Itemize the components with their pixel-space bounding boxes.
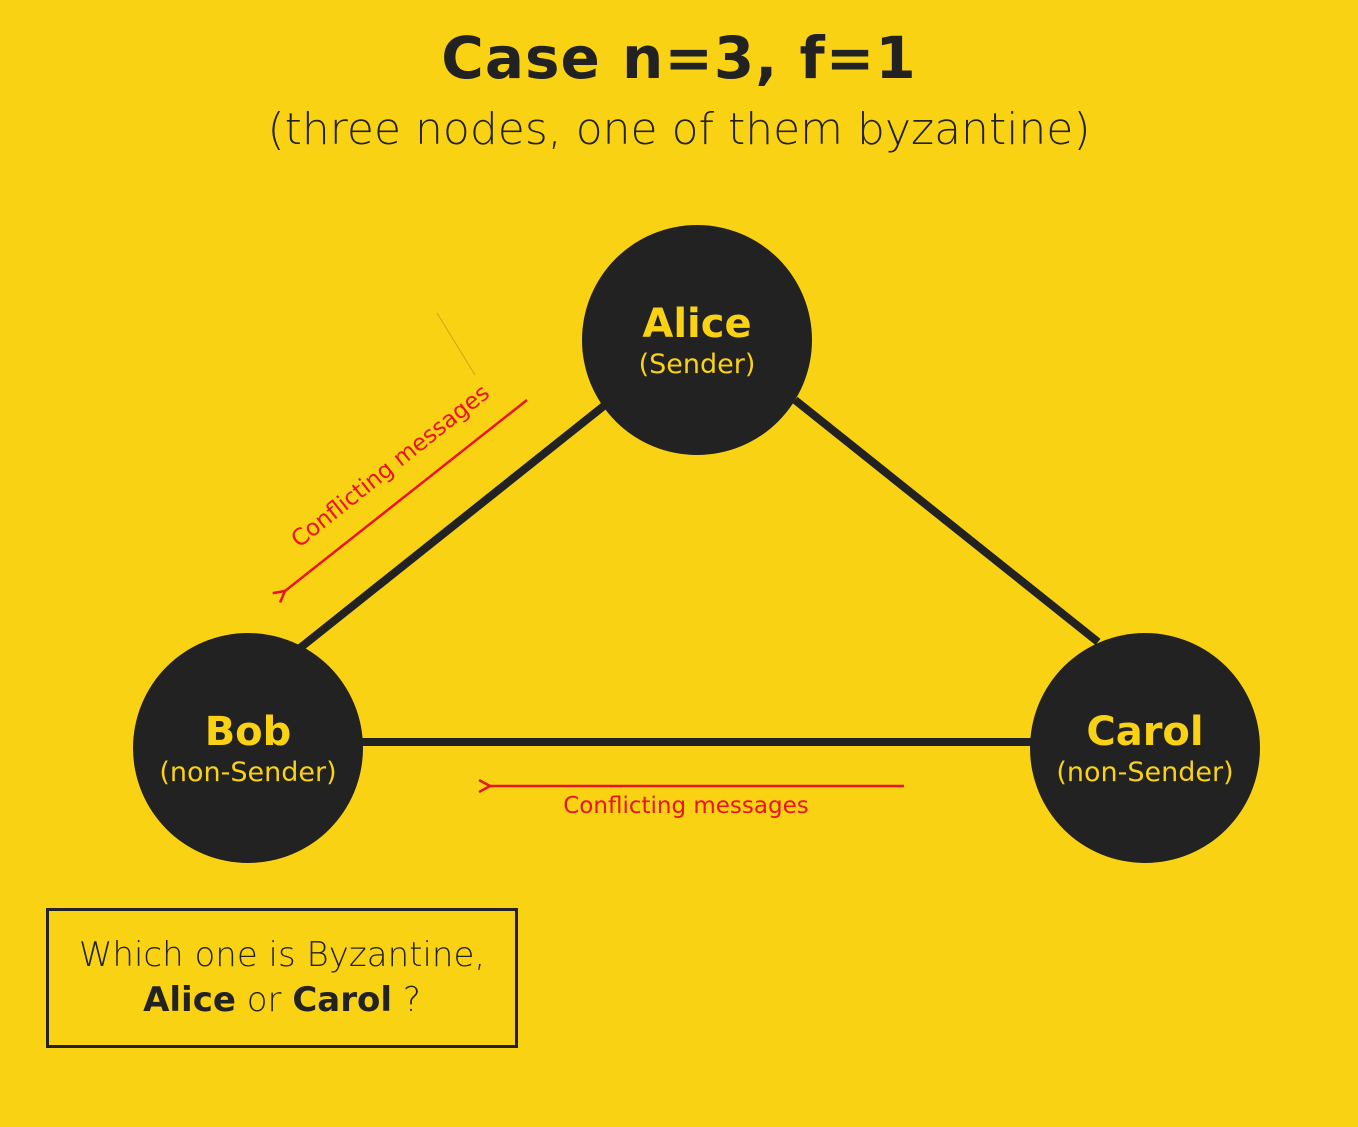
question-line-1: Which one is Byzantine, bbox=[78, 935, 486, 975]
node-bob-name: Bob bbox=[205, 709, 292, 755]
message-arrow-alice-to-bob bbox=[285, 399, 528, 591]
question-mark: ? bbox=[402, 980, 421, 1020]
node-bob: Bob (non-Sender) bbox=[133, 633, 363, 863]
question-option-carol: Carol bbox=[292, 980, 393, 1020]
diagram-subtitle: (three nodes, one of them byzantine) bbox=[267, 104, 1091, 155]
node-alice-name: Alice bbox=[642, 301, 751, 347]
node-carol: Carol (non-Sender) bbox=[1030, 633, 1260, 863]
node-carol-name: Carol bbox=[1086, 709, 1203, 755]
node-carol-role: (non-Sender) bbox=[1056, 757, 1233, 788]
edge-alice-bob bbox=[297, 401, 608, 652]
question-connector: or bbox=[246, 980, 282, 1020]
question-line-2: Alice or Carol ? bbox=[49, 977, 515, 1023]
diagram-title: Case n=3, f=1 bbox=[441, 24, 917, 92]
question-option-alice: Alice bbox=[143, 980, 236, 1020]
node-carol-circle bbox=[1030, 633, 1260, 863]
edge-alice-carol bbox=[792, 396, 1101, 646]
message-label-alice-to-bob: Conflicting messages bbox=[286, 380, 494, 553]
leader-line bbox=[436, 312, 476, 376]
node-alice-role: (Sender) bbox=[639, 349, 756, 380]
node-bob-circle bbox=[133, 633, 363, 863]
node-alice: Alice (Sender) bbox=[582, 225, 812, 455]
question-box: Which one is Byzantine, Alice or Carol ? bbox=[46, 908, 518, 1048]
node-bob-role: (non-Sender) bbox=[159, 757, 336, 788]
message-label-carol-to-bob: Conflicting messages bbox=[563, 793, 808, 819]
node-alice-circle bbox=[582, 225, 812, 455]
